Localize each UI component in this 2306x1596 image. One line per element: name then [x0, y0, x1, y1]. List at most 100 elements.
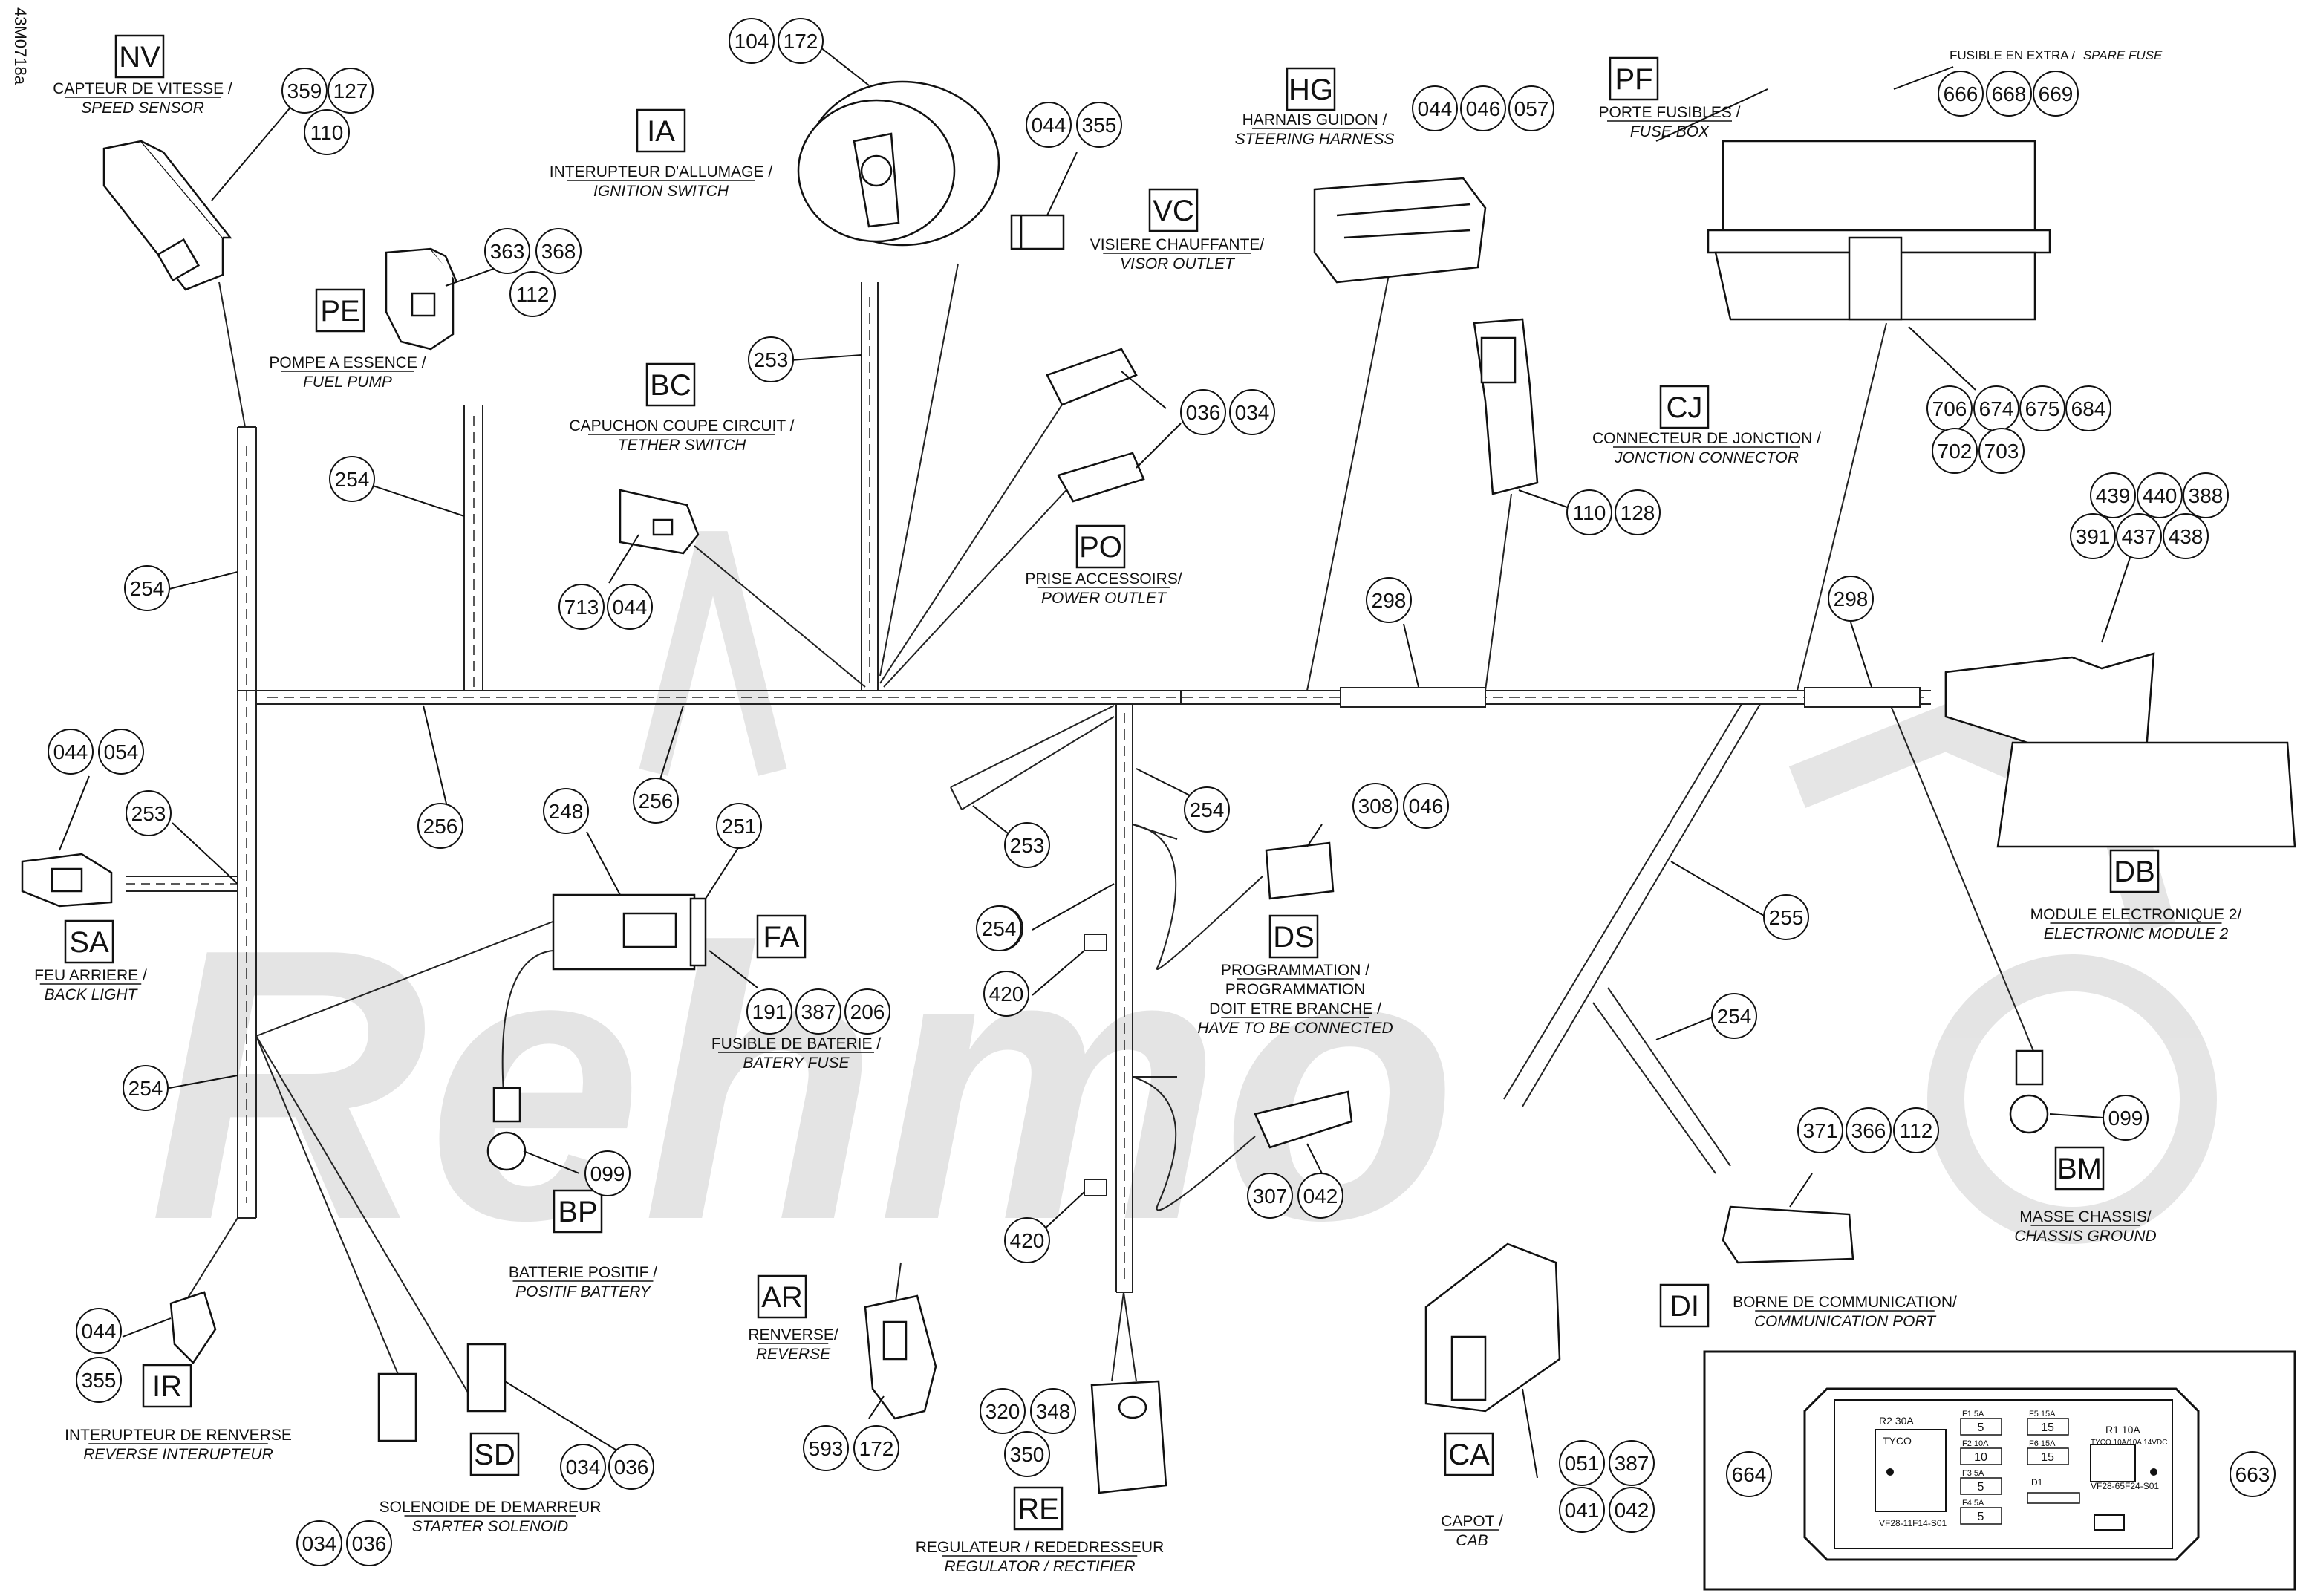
part-number-circle [1938, 71, 1984, 117]
part-number-circle [1180, 389, 1226, 435]
component-code-box [2054, 1146, 2105, 1191]
component-code-box [1075, 524, 1126, 569]
part-number-circle [484, 228, 530, 274]
part-number-circle [1978, 428, 2025, 474]
component-caption-fr: INTERUPTEUR D'ALLUMAGE / [550, 163, 773, 180]
part-number-circle [2070, 513, 2116, 559]
part-number-circle [2163, 513, 2209, 559]
watermark: Rehmo [149, 531, 2217, 1300]
harness-ref: 420 [1010, 1229, 1045, 1252]
part-number: 127 [333, 79, 368, 102]
part-number: 368 [541, 240, 576, 263]
component-caption-fr: HARNAIS GUIDON / [1242, 111, 1387, 128]
part-number-circle [980, 1388, 1026, 1434]
visor-outlet-sketch [1010, 214, 1065, 250]
part-number: 706 [1932, 397, 1967, 420]
junction-connector-sketch [1473, 318, 1539, 495]
part-number-circle [1986, 71, 2032, 117]
harness-ref: 253 [1010, 834, 1045, 857]
communication-port-sketch [1722, 1205, 1854, 1264]
part-number-circle [607, 584, 653, 630]
component-code-box [1148, 188, 1199, 232]
component-code-box [315, 288, 365, 333]
component-caption-en: IGNITION SWITCH [593, 183, 729, 200]
component-caption-fr: INTERUPTEUR DE RENVERSE [65, 1427, 292, 1444]
inset-part-circle [1726, 1451, 1772, 1497]
part-number-circle [803, 1425, 849, 1471]
harness [126, 263, 2036, 1412]
inset-fuse-label: F6 15A [2029, 1439, 2056, 1448]
component-caption-fr: MASSE CHASSIS/ [2019, 1208, 2152, 1225]
spare-fuse-en: SPARE FUSE [2083, 48, 2163, 62]
part-number-circle [304, 109, 350, 155]
component-code: IR [152, 1370, 182, 1403]
harness-ref-circle [126, 790, 172, 836]
reverse-connector-sketch [864, 1294, 937, 1420]
inset-fuse-label: F1 5A [1962, 1410, 1984, 1419]
component-caption-fr: BATTERIE POSITIF / [509, 1264, 657, 1281]
component-code: HG [1289, 74, 1333, 106]
component-caption-en: FUSE BOX [1630, 123, 1710, 140]
inset-fuse [1960, 1507, 2002, 1525]
part-number: 112 [516, 283, 550, 306]
harness-ref: 254 [128, 1077, 163, 1100]
component-caption-fr2: PROGRAMMATION [1225, 981, 1366, 998]
part-number-circle [543, 788, 589, 834]
inset-tyco-left: TYCO [1883, 1435, 1912, 1447]
component-caption-en: JONCTION CONNECTOR [1614, 449, 1799, 466]
part-number-circle [844, 988, 890, 1035]
component-caption-en: POSITIF BATTERY [515, 1283, 652, 1300]
leader-lines [59, 44, 2206, 1479]
part-number: 248 [549, 800, 584, 823]
component-caption-en: STEERING HARNESS [1235, 131, 1395, 148]
component-code-box [636, 108, 686, 153]
programmation-connector-sketch [1254, 841, 1353, 1149]
component-code-box [1659, 385, 1710, 429]
part-number-circle [1508, 85, 1554, 131]
part-number-circle [1412, 85, 1458, 131]
part-number: 371 [1803, 1119, 1838, 1142]
part-number: 439 [2096, 484, 2131, 507]
component-caption-en: STARTER SOLENOID [412, 1518, 568, 1535]
harness-ref: 253 [131, 802, 166, 825]
part-number: 172 [859, 1437, 894, 1460]
component-code-box [469, 1432, 520, 1476]
part-number: 051 [1565, 1452, 1600, 1475]
component-code-box [64, 919, 114, 964]
part-number-circle [1893, 1107, 1939, 1153]
part-number: 387 [1615, 1452, 1649, 1475]
part-number-circle [1932, 428, 1978, 474]
inset-part-number: 664 [1732, 1463, 1767, 1486]
inset-relay-left: R2 30A [1879, 1415, 1914, 1427]
part-number: 355 [1082, 114, 1117, 137]
harness-ref: 255 [1769, 906, 1804, 929]
part-number-circle [1566, 489, 1612, 535]
part-number: 191 [752, 1000, 787, 1023]
part-number: 675 [2025, 397, 2060, 420]
part-number: 308 [1358, 795, 1393, 818]
harness-ref: 254 [335, 468, 370, 491]
part-number-circle [1559, 1487, 1605, 1533]
part-number-circle [2137, 472, 2183, 518]
part-number: 437 [2122, 525, 2157, 548]
inset-fuse-value: 15 [2041, 1451, 2054, 1464]
part-number-circle [296, 1520, 342, 1566]
component-caption-en: REVERSE [756, 1346, 831, 1363]
harness-ref-circle [329, 456, 375, 502]
positive-battery-ring-sketch [486, 1087, 527, 1171]
fuel-pump-sketch [385, 247, 458, 351]
harness-ref-circle [1828, 576, 1874, 622]
part-number-circle [795, 988, 841, 1035]
power-outlet-sketch [1046, 348, 1145, 503]
inset-fuse-value: 15 [2041, 1421, 2054, 1434]
